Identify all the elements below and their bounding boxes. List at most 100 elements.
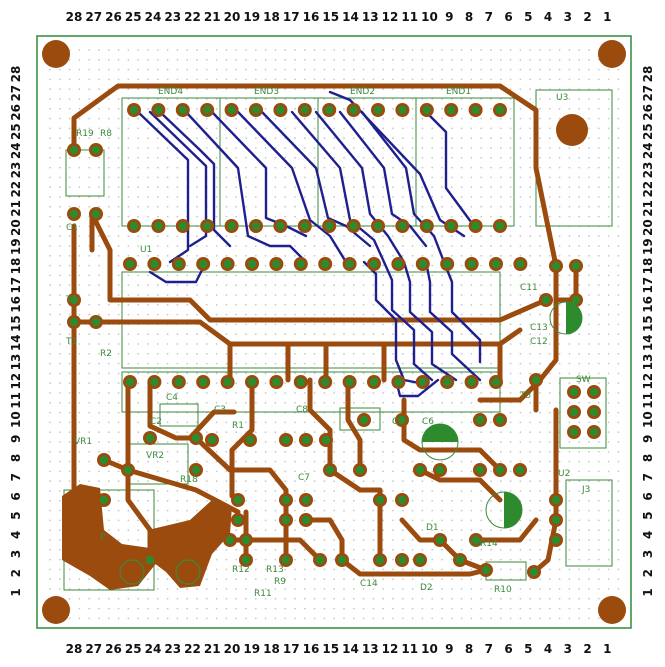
grid-dot: [352, 235, 355, 238]
grid-dot: [196, 196, 198, 198]
grid-dot: [166, 333, 169, 336]
grid-dot: [235, 313, 238, 316]
grid-dot: [176, 196, 179, 198]
grid-dot: [68, 284, 71, 287]
pad: [297, 103, 312, 117]
grid-dot: [274, 323, 277, 326]
grid-dot: [343, 392, 345, 394]
grid-dot: [323, 607, 326, 610]
grid-dot: [548, 78, 551, 81]
grid-dot: [333, 294, 336, 296]
grid-dot: [470, 303, 473, 306]
grid-dot: [49, 88, 51, 91]
grid-dot: [509, 107, 512, 110]
grid-dot: [284, 205, 287, 208]
grid-dot: [372, 294, 375, 296]
grid-dot: [274, 58, 277, 61]
grid-dot: [558, 470, 561, 473]
grid-dot: [78, 392, 81, 394]
grid-dot: [470, 509, 473, 512]
grid-dot: [450, 88, 453, 91]
c9-outline: [339, 407, 381, 431]
grid-dot: [499, 49, 502, 51]
grid-dot: [401, 548, 404, 551]
column-number: 15: [322, 642, 339, 656]
grid-dot: [460, 470, 463, 473]
grid-dot: [235, 588, 238, 590]
grid-dot: [78, 607, 81, 610]
grid-dot: [98, 196, 100, 198]
grid-dot: [58, 343, 61, 345]
grid-dot: [333, 548, 336, 551]
row-number: 13: [9, 354, 23, 371]
grid-dot: [450, 58, 453, 61]
grid-dot: [333, 490, 336, 492]
grid-dot: [372, 441, 375, 443]
grid-dot: [548, 147, 551, 149]
grid-dot: [294, 558, 296, 561]
grid-dot: [509, 147, 512, 149]
grid-dot: [529, 431, 532, 434]
grid-dot: [58, 127, 61, 130]
grid-dot: [147, 186, 149, 189]
grid-dot: [450, 617, 453, 620]
grid-dot: [558, 578, 561, 581]
grid-dot: [499, 156, 502, 159]
grid-dot: [519, 529, 522, 532]
grid-dot: [117, 343, 120, 345]
grid-dot: [509, 441, 512, 443]
grid-dot: [352, 362, 355, 365]
grid-dot: [303, 78, 306, 81]
grid-dot: [343, 245, 345, 247]
grid-dot: [480, 578, 483, 581]
grid-dot: [607, 352, 610, 355]
grid-dot: [450, 607, 453, 610]
grid-dot: [588, 607, 590, 610]
grid-dot: [519, 284, 522, 287]
grid-dot: [480, 323, 483, 326]
grid-dot: [597, 480, 600, 483]
grid-dot: [333, 597, 336, 600]
pad: [353, 463, 367, 477]
grid-dot: [490, 186, 492, 189]
grid-dot: [58, 294, 61, 296]
grid-dot: [441, 509, 443, 512]
grid-dot: [607, 117, 610, 120]
grid-dot: [137, 156, 140, 159]
row-number: 9: [641, 435, 655, 443]
grid-dot: [411, 68, 414, 71]
grid-dot: [176, 431, 179, 434]
grid-dot: [431, 548, 434, 551]
grid-dot: [49, 117, 51, 120]
grid-dot: [431, 264, 434, 267]
grid-dot: [58, 382, 61, 385]
grid-dot: [215, 98, 218, 100]
grid-dot: [352, 352, 355, 355]
grid-dot: [156, 352, 159, 355]
grid-dot: [303, 176, 306, 179]
grid-dot: [127, 607, 130, 610]
grid-dot: [411, 245, 414, 247]
grid-dot: [107, 156, 110, 159]
grid-dot: [392, 578, 394, 581]
grid-dot: [470, 196, 473, 198]
grid-dot: [578, 421, 581, 424]
grid-dot: [588, 147, 590, 149]
grid-dot: [460, 127, 463, 130]
grid-dot: [264, 519, 267, 522]
grid-dot: [490, 205, 492, 208]
grid-dot: [323, 176, 326, 179]
grid-dot: [617, 245, 620, 247]
grid-dot: [274, 78, 277, 81]
grid-dot: [450, 215, 453, 218]
grid-dot: [156, 215, 159, 218]
grid-dot: [147, 245, 149, 247]
grid-dot: [196, 499, 198, 502]
grid-dot: [480, 499, 483, 502]
grid-dot: [431, 392, 434, 394]
grid-dot: [411, 147, 414, 149]
grid-dot: [98, 450, 100, 453]
grid-dot: [362, 127, 365, 130]
grid-dot: [235, 88, 238, 91]
grid-dot: [107, 186, 110, 189]
